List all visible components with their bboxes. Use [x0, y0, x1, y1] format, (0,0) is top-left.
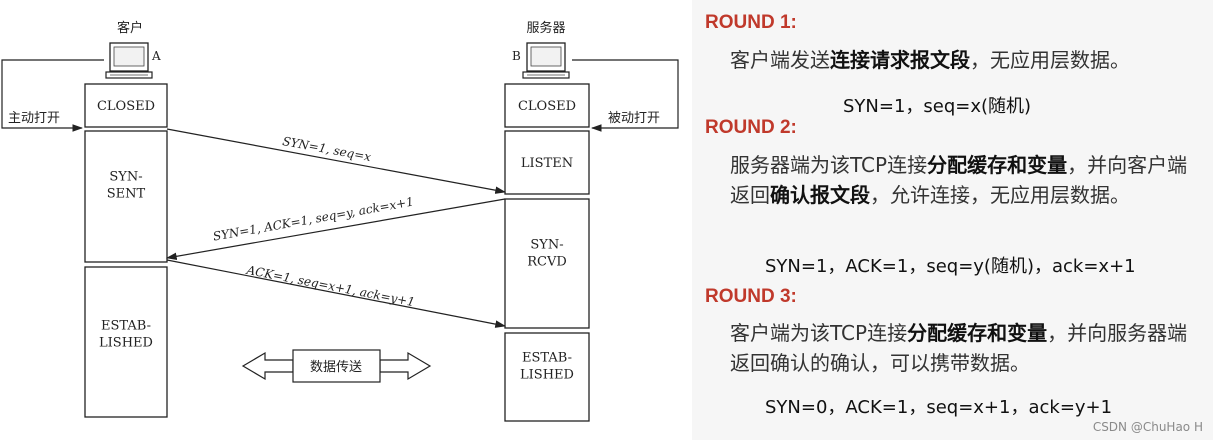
data-transfer-label: 数据传送: [310, 360, 362, 375]
server-state-syn-rcvd: SYN-RCVD: [527, 238, 567, 270]
data-transfer-arrow: [241, 349, 432, 383]
server-computer-icon: [522, 42, 570, 79]
active-open-label: 主动打开: [8, 111, 60, 126]
passive-open-arrow: [572, 59, 679, 132]
passive-open-label: 被动打开: [608, 111, 660, 126]
client-state-syn-sent-box: [84, 130, 168, 263]
round-1-formula: SYN=1，seq=x(随机): [843, 96, 1032, 117]
syn-ack-arrow: [165, 198, 506, 261]
round-2-formula: SYN=1，ACK=1，seq=y(随机)，ack=x+1: [765, 256, 1136, 277]
client-state-established: ESTAB-LISHED: [99, 319, 153, 351]
server-state-listen-box: [504, 130, 590, 195]
client-label: 客户: [117, 20, 143, 36]
server-state-closed: CLOSED: [518, 99, 576, 114]
server-state-established: ESTAB-LISHED: [520, 351, 574, 383]
tcp-handshake-diagram: 客户 服务器 A B 主动打开 被动打开 CLOSED SYN-SENT EST…: [1, 20, 679, 422]
server-letter: B: [512, 49, 521, 63]
client-state-closed: CLOSED: [97, 99, 155, 114]
round-1-text: 客户端发送连接请求报文段，无应用层数据。: [730, 48, 1130, 72]
round-2-title: ROUND 2:: [705, 117, 797, 138]
active-open-arrow: [1, 59, 104, 132]
syn-arrow: [166, 128, 507, 194]
client-state-established-box: [84, 266, 168, 418]
watermark: CSDN @ChuHao H: [1092, 420, 1203, 434]
client-computer-icon: [105, 42, 153, 79]
round-3-formula: SYN=0，ACK=1，seq=x+1，ack=y+1: [765, 397, 1113, 418]
client-state-syn-sent: SYN-SENT: [107, 170, 146, 202]
server-label: 服务器: [526, 20, 565, 36]
server-state-established-box: [504, 332, 590, 422]
explanation-panel: [692, 0, 1213, 440]
server-state-listen: LISTEN: [521, 156, 573, 171]
client-state-closed-box: [84, 83, 168, 128]
server-state-closed-box: [504, 83, 590, 128]
round-3-text: 客户端为该TCP连接分配缓存和变量，并向服务器端返回确认的确认，可以携带数据。: [730, 321, 1188, 375]
ack-arrow: [166, 259, 507, 328]
round-2-text: 服务器端为该TCP连接分配缓存和变量，并向客户端返回确认报文段，允许连接，无应用…: [730, 153, 1188, 207]
round-1-title: ROUND 1:: [705, 12, 797, 33]
server-state-syn-rcvd-box: [504, 198, 590, 329]
round-3-title: ROUND 3:: [705, 286, 797, 307]
client-letter: A: [151, 49, 161, 63]
